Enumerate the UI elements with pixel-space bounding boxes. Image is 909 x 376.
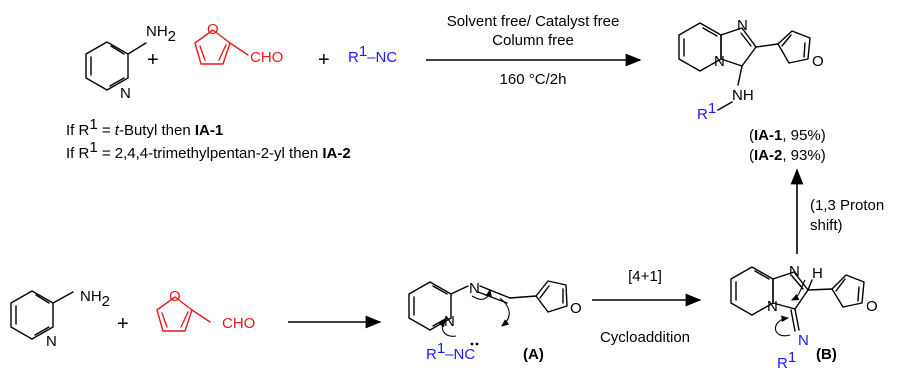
intB-h-label: H <box>812 265 823 282</box>
product-n2-label: N <box>714 53 725 70</box>
intB-imine-n-label: N <box>798 332 809 349</box>
amine-label: NH2 <box>80 288 110 310</box>
product-oxygen-label: O <box>812 53 824 70</box>
intA-ring-n-label: N <box>444 313 455 330</box>
reagent-furfural: O CHO <box>194 21 283 66</box>
aldehyde-label: CHO <box>222 315 255 332</box>
intermediate-a: N N O R1–NC (A) <box>408 280 582 363</box>
intA-imine-n-label: N <box>469 280 480 297</box>
intB-label: (B) <box>816 346 837 363</box>
intA-isocyanide-label: R1–NC <box>426 340 475 363</box>
isocyanide-label: R1–NC <box>348 43 397 66</box>
proton-shift-label-2: shift) <box>810 217 843 234</box>
step-label-4plus1: [4+1] <box>628 268 662 285</box>
yield-ia2: (IA-2, 93%) <box>749 147 826 164</box>
product-nh-label: NH <box>732 87 754 104</box>
ring-nitrogen-label: N <box>120 85 131 102</box>
conditions-solvent: Solvent free/ Catalyst free <box>447 13 620 30</box>
proton-shift-label-1: (1,3 Proton <box>810 197 884 214</box>
amine-label: NH2 <box>146 23 176 45</box>
intB-r-label: R1 <box>777 349 796 372</box>
plus-sign: + <box>318 49 330 71</box>
plus-sign: + <box>117 313 129 335</box>
reagent-furfural-bottom: O CHO <box>156 288 255 332</box>
aldehyde-label: CHO <box>250 49 283 66</box>
definition-ia1: If R1 = t-Butyl then IA-1 <box>66 116 223 139</box>
furan-oxygen-label: O <box>169 288 181 305</box>
product-r-label: R1 <box>697 100 716 123</box>
intB-n2-label: N <box>767 298 778 315</box>
yield-ia1: (IA-1, 95%) <box>749 127 826 144</box>
product-imidazopyridine: N N O NH R1 <box>678 17 824 123</box>
step-label-cycloaddition: Cycloaddition <box>600 329 690 346</box>
reagent-2-aminopyridine-bottom: NH2 N <box>10 288 110 350</box>
intermediate-b: N N H O N R1 (B) <box>730 263 878 372</box>
plus-sign: + <box>147 49 159 71</box>
intB-oxygen-label: O <box>866 298 878 315</box>
conditions-temperature: 160 °C/2h <box>500 71 567 88</box>
intA-oxygen-label: O <box>570 300 582 317</box>
conditions-column: Column free <box>492 32 574 49</box>
definition-ia2: If R1 = 2,4,4-trimethylpentan-2-yl then … <box>66 139 351 162</box>
intA-label: (A) <box>523 346 544 363</box>
ring-nitrogen-label: N <box>46 333 57 350</box>
furan-oxygen-label: O <box>207 21 219 38</box>
reagent-2-aminopyridine: NH2 N <box>85 23 176 102</box>
intB-n1-label: N <box>789 263 800 280</box>
product-n1-label: N <box>737 17 748 34</box>
